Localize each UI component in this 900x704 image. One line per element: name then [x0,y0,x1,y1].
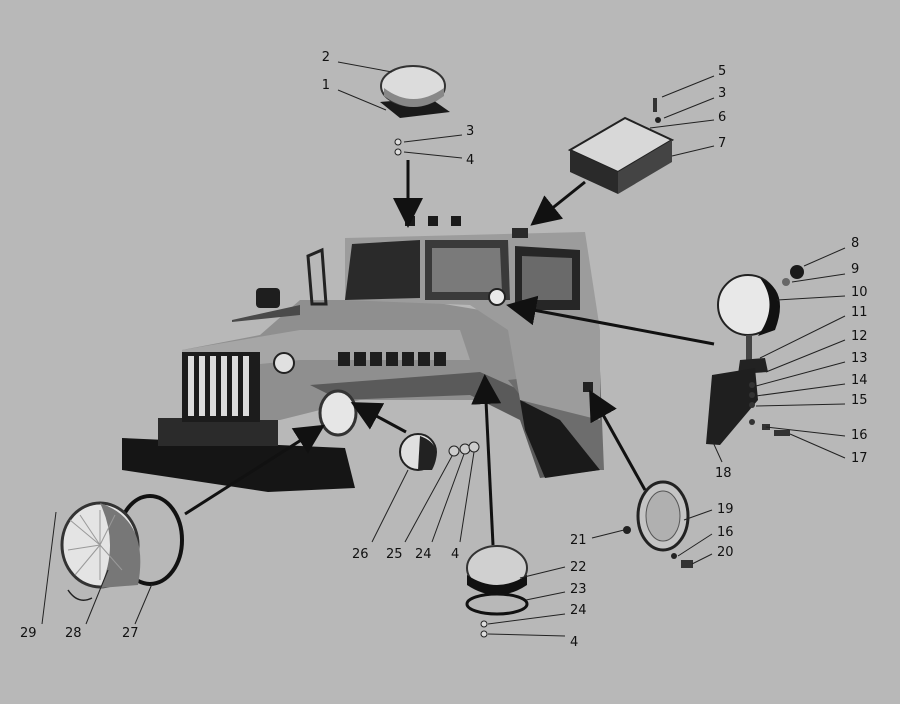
callout-10: 10 [851,285,868,300]
roof-lamp-part [380,65,450,156]
callout-29: 29 [20,626,37,641]
callout-3-plate: 3 [718,86,726,101]
turn-signal-lamp-part [399,433,480,471]
callout-26: 26 [352,547,369,562]
callout-16-bracket: 16 [851,428,868,443]
callout-13: 13 [851,351,868,366]
callout-4-roof: 4 [466,153,474,168]
callout-22: 22 [570,560,587,575]
callout-15: 15 [851,393,868,408]
front-marker-lamp-part [465,545,529,638]
callout-4-lower: 4 [570,635,578,650]
callout-19: 19 [717,502,734,517]
side-lamp-bracket-part [706,265,804,445]
callout-labels: 2 1 3 4 5 3 6 7 8 9 10 11 12 13 14 15 16… [20,50,868,650]
callout-4-signal: 4 [451,547,459,562]
callout-24-lower: 24 [570,603,587,618]
callout-11: 11 [851,305,868,320]
callout-1: 1 [322,78,330,93]
callout-17: 17 [851,451,868,466]
headlamp-part [60,494,184,601]
callout-2: 2 [322,50,330,65]
leader-lines [41,61,846,637]
callout-12: 12 [851,329,868,344]
callout-5: 5 [718,64,726,79]
callout-7: 7 [718,136,726,151]
callout-24-signal: 24 [415,547,432,562]
callout-8: 8 [851,236,859,251]
assembly-arrows [184,160,715,546]
callout-27: 27 [122,626,139,641]
truck-cab-illustration [122,216,604,492]
callout-20: 20 [717,545,734,560]
callout-9: 9 [851,262,859,277]
callout-3-roof: 3 [466,124,474,139]
callout-21: 21 [570,533,587,548]
callout-16-marker: 16 [717,525,734,540]
callout-14: 14 [851,373,868,388]
callout-6: 6 [718,110,726,125]
callout-28: 28 [65,626,82,641]
callout-25: 25 [386,547,403,562]
callout-23: 23 [570,582,587,597]
side-marker-lamp-part [623,480,693,568]
license-plate-lamp-part [567,98,675,194]
callout-18: 18 [715,466,732,481]
